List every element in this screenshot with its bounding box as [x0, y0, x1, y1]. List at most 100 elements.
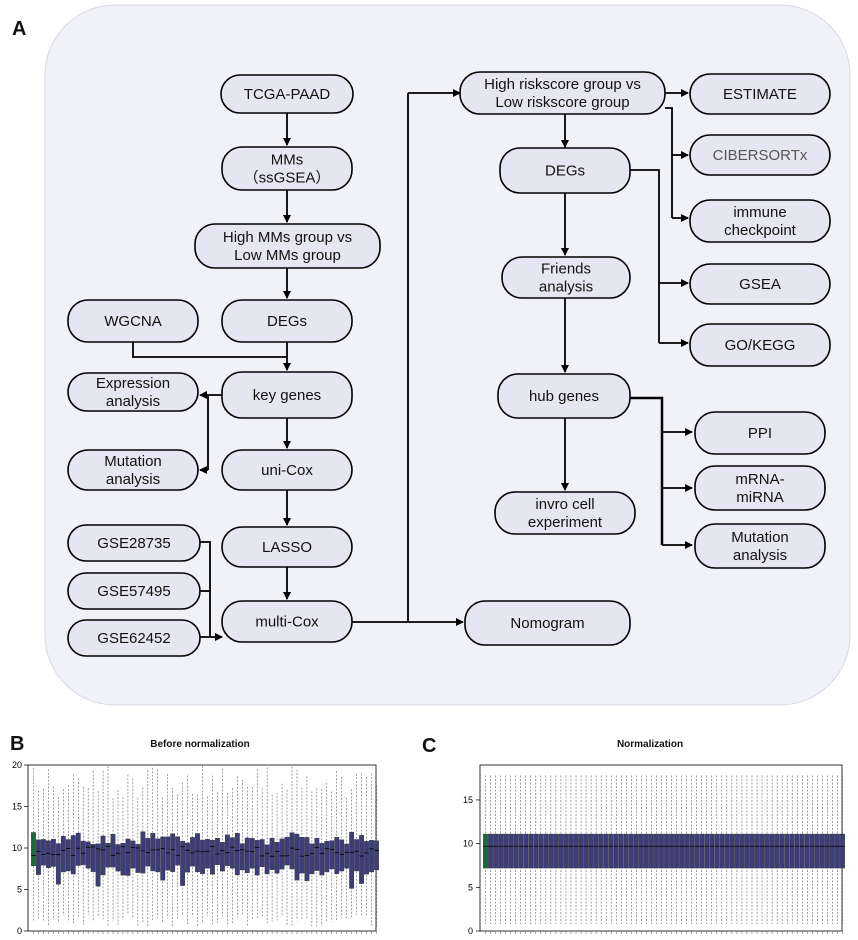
degs-right-node [499, 147, 631, 194]
box [75, 778, 81, 919]
y-tick-label: 15 [463, 795, 473, 805]
box [779, 775, 785, 925]
box [95, 791, 101, 917]
box [304, 776, 310, 919]
box [493, 775, 498, 925]
mms-label: （ssGSEA） [244, 170, 331, 187]
box [598, 775, 604, 925]
y-tick-label: 20 [12, 760, 22, 770]
invro-cell-label: invro cell [535, 496, 594, 513]
y-tick-label: 10 [12, 843, 22, 853]
box [528, 775, 534, 925]
highlow-mms-label: High MMs group vs [223, 229, 352, 246]
box [344, 797, 350, 919]
mrna-mirna-label: miRNA [736, 489, 784, 506]
box [734, 775, 740, 925]
ppi-label: PPI [748, 425, 772, 442]
mrna-mirna-label: mRNA- [735, 471, 784, 488]
box [774, 775, 780, 925]
y-tick-label: 5 [17, 885, 22, 895]
gsea-label: GSEA [739, 276, 781, 293]
box [674, 775, 679, 925]
box [739, 775, 745, 925]
lasso-label: LASSO [262, 539, 312, 556]
box [704, 775, 710, 925]
mutation-right-label: Mutation [731, 529, 789, 546]
gse28735-label: GSE28735 [97, 535, 170, 552]
box [205, 796, 210, 917]
box [835, 775, 840, 925]
wgcna-node [67, 299, 199, 343]
box [180, 782, 186, 916]
box [155, 769, 161, 918]
box [284, 789, 290, 927]
box [249, 787, 255, 920]
box [638, 775, 644, 925]
box [608, 775, 614, 925]
box [195, 794, 200, 927]
y-tick-label: 10 [463, 839, 473, 849]
box [239, 779, 245, 916]
expression-analysis-label: Expression [96, 375, 170, 392]
mutation-left-node [67, 449, 199, 491]
box [684, 775, 690, 925]
box [643, 775, 649, 925]
box [259, 788, 265, 917]
highlow-mms-node [194, 223, 381, 269]
invro-cell-label: experiment [528, 514, 603, 531]
box [523, 775, 529, 925]
highlow-mms-label: Low MMs group [234, 247, 341, 264]
highlow-risk-node [459, 71, 666, 115]
box [548, 775, 554, 925]
box [215, 792, 220, 924]
box [274, 792, 280, 921]
friends-analysis-label: analysis [539, 279, 593, 296]
box [659, 775, 664, 925]
box [709, 775, 715, 925]
box [679, 775, 685, 925]
gse28735-node [67, 524, 201, 562]
box [518, 775, 524, 925]
box [234, 776, 240, 918]
box [349, 789, 355, 919]
box [110, 798, 116, 922]
key-genes-node [221, 371, 353, 419]
box [749, 775, 755, 925]
mrna-mirna-node [694, 465, 826, 511]
box [503, 775, 509, 925]
box [60, 789, 66, 916]
box [583, 775, 589, 925]
box [319, 788, 325, 927]
box [754, 775, 760, 925]
box [699, 775, 705, 925]
degs-left-label: DEGs [267, 313, 307, 330]
lasso-node [221, 526, 353, 568]
box [654, 775, 659, 925]
box [135, 797, 141, 927]
mutation-left-label: Mutation [104, 453, 162, 470]
panel-label-a: A [12, 18, 27, 40]
box [543, 775, 549, 925]
friends-analysis-node [501, 256, 631, 299]
box [130, 778, 136, 919]
highlow-risk-label: Low riskscore group [495, 94, 629, 111]
y-tick-label: 0 [468, 926, 473, 936]
gse57495-label: GSE57495 [97, 583, 170, 600]
friends-analysis-label: Friends [541, 261, 591, 278]
y-tick-label: 5 [468, 882, 473, 892]
key-genes-label: key genes [253, 387, 321, 404]
box [309, 791, 315, 927]
box [789, 775, 795, 925]
highlow-risk-label: High riskscore group vs [484, 76, 641, 93]
multicox-node [221, 600, 353, 643]
box [229, 788, 235, 925]
box [830, 775, 835, 925]
box [628, 775, 634, 925]
box [359, 773, 364, 916]
box [553, 775, 559, 925]
box [840, 775, 845, 925]
gsea-node [689, 263, 831, 305]
box [488, 775, 493, 925]
box [669, 775, 674, 925]
box [804, 775, 810, 925]
